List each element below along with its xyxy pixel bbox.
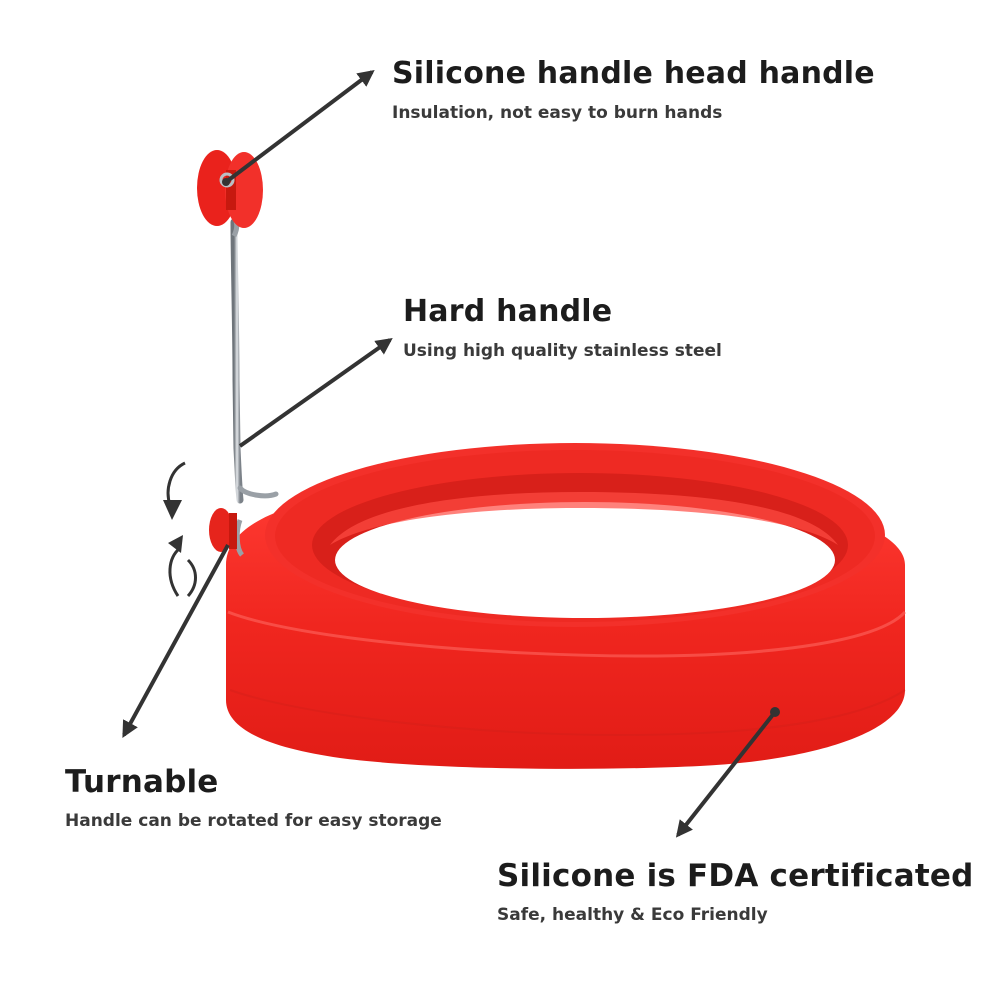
silicone-knob-top bbox=[197, 150, 263, 228]
callout-subtitle: Safe, healthy & Eco Friendly bbox=[497, 905, 768, 925]
arrow-icon bbox=[122, 544, 230, 738]
silicone-knob-pivot bbox=[209, 508, 237, 552]
arrow-icon bbox=[224, 69, 375, 184]
callout-subtitle: Using high quality stainless steel bbox=[403, 341, 722, 361]
callout-turnable: Turnable Handle can be rotated for easy … bbox=[65, 764, 442, 832]
arrow-anchor-dot bbox=[770, 707, 780, 717]
callout-head-handle: Silicone handle head handle Insulation, … bbox=[392, 56, 875, 124]
arrow-icon bbox=[675, 710, 777, 838]
callout-subtitle: Handle can be rotated for easy storage bbox=[65, 811, 442, 831]
arrow-icon bbox=[238, 338, 393, 448]
callout-title: Hard handle bbox=[403, 294, 613, 329]
callout-fda: Silicone is FDA certificated Safe, healt… bbox=[497, 858, 974, 926]
arrow-anchor-dot bbox=[222, 178, 230, 186]
callout-subtitle: Insulation, not easy to burn hands bbox=[392, 103, 723, 123]
rotate-arrows-icon bbox=[163, 461, 197, 598]
silicone-ring bbox=[226, 443, 907, 769]
callout-title: Silicone is FDA certificated bbox=[497, 858, 974, 894]
callout-title: Turnable bbox=[65, 764, 219, 800]
callout-title: Silicone handle head handle bbox=[392, 56, 875, 91]
steel-rod bbox=[230, 218, 244, 504]
callout-hard-handle: Hard handle Using high quality stainless… bbox=[403, 294, 722, 362]
